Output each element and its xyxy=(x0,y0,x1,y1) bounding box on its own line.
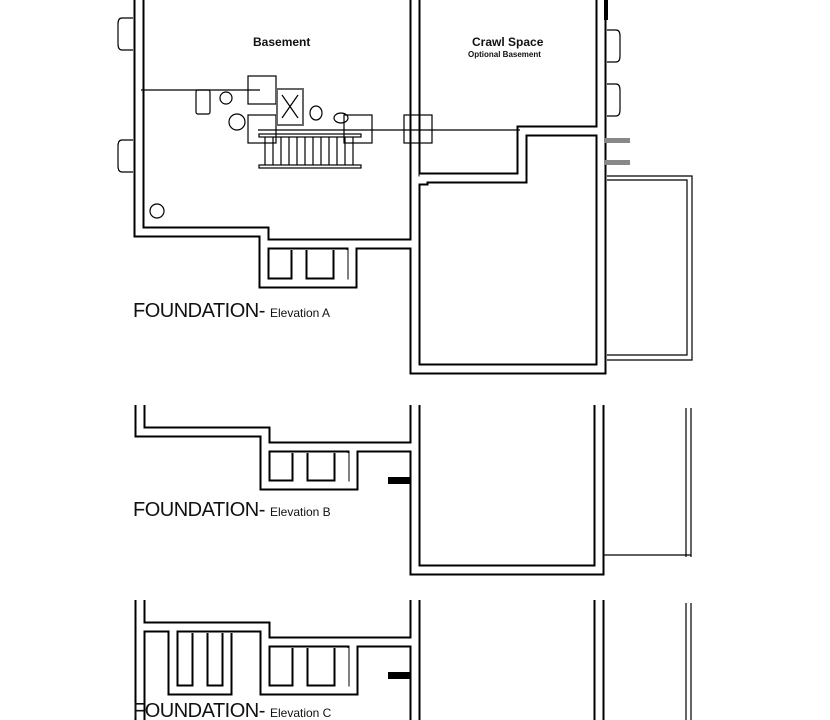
section-title-elevation-c: FOUNDATION- Elevation C xyxy=(133,700,331,720)
sink-icon xyxy=(333,112,349,124)
section-elevation: Elevation B xyxy=(269,505,331,519)
room-label-basement: Basement xyxy=(253,35,311,49)
basement-fixtures xyxy=(141,75,520,219)
section-title-elevation-b: FOUNDATION- Elevation B xyxy=(133,499,331,522)
section-elevation: Elevation A xyxy=(269,306,331,320)
section-title: FOUNDATION- xyxy=(133,300,265,322)
sump-pit-icon xyxy=(149,203,165,219)
section-elevation: Elevation C xyxy=(269,706,332,720)
section-title: FOUNDATION- xyxy=(133,499,265,521)
stairs-icon xyxy=(258,133,362,169)
section-title: FOUNDATION- xyxy=(133,700,265,720)
foundation-b-walls xyxy=(134,405,692,576)
section-title-elevation-a: FOUNDATION- Elevation A xyxy=(133,300,330,323)
foundation-a-walls xyxy=(133,0,607,375)
furnace-icon xyxy=(276,88,304,126)
toilet-icon xyxy=(309,105,323,121)
windows xyxy=(117,0,630,173)
porch-outline xyxy=(607,175,693,361)
water-heater-icon xyxy=(195,89,211,115)
room-note-optional-basement: Optional Basement xyxy=(468,50,541,59)
foundation-c-walls xyxy=(134,600,692,720)
room-label-crawl-space: Crawl Space xyxy=(472,35,544,49)
